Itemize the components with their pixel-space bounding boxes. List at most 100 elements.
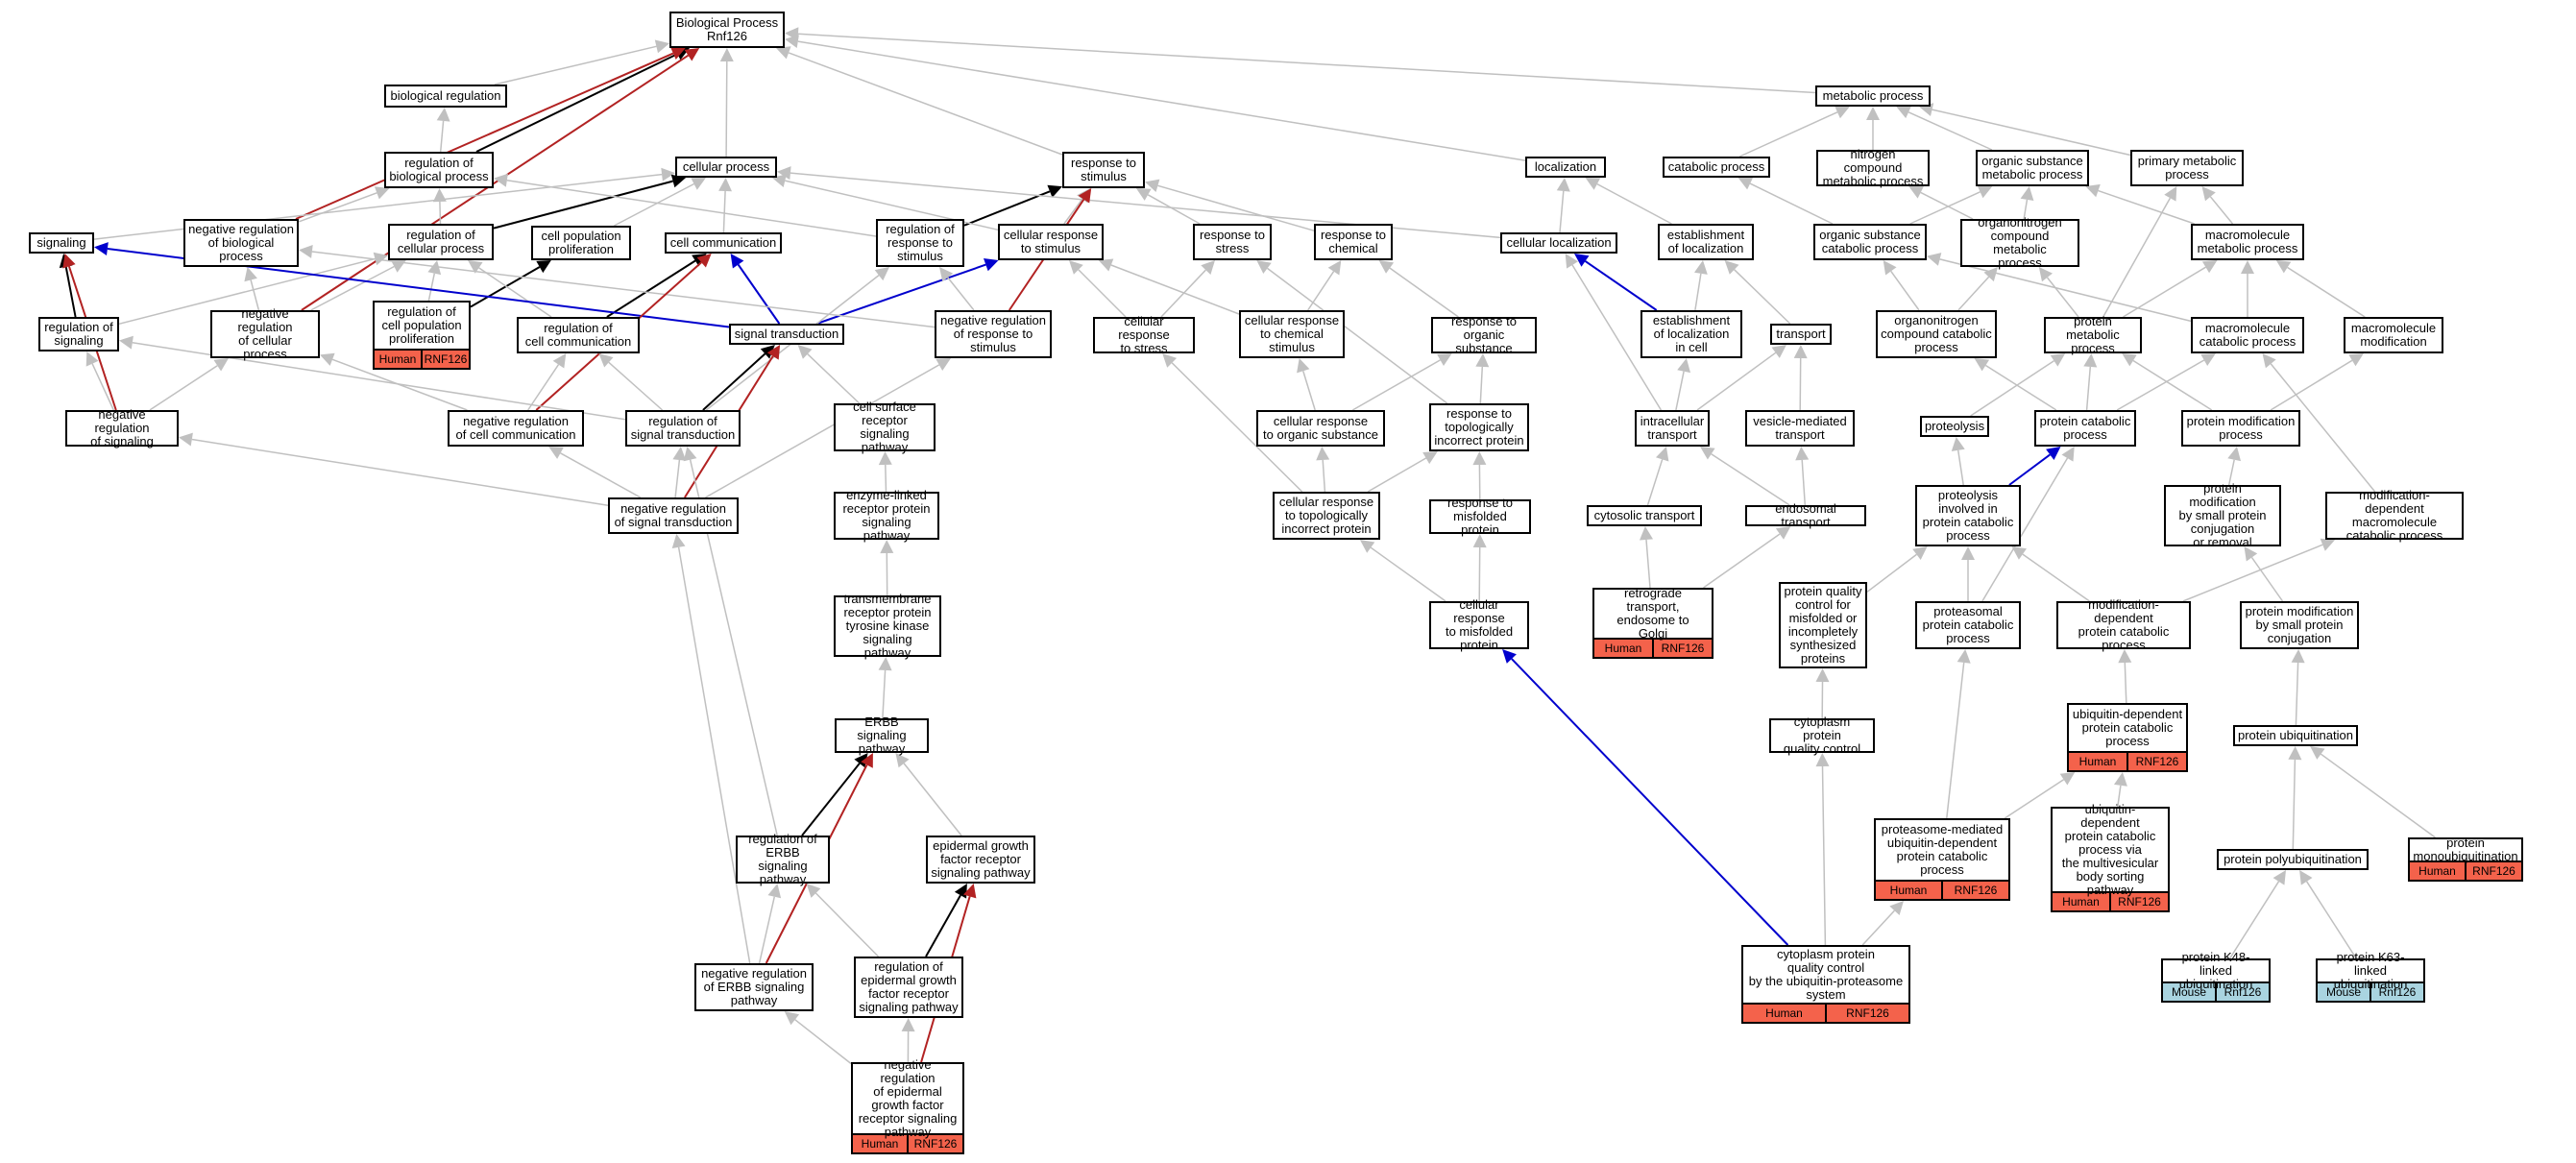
- node-protcat[interactable]: protein catabolic process: [2034, 410, 2136, 447]
- node-regcell[interactable]: regulation of cellular process: [388, 224, 494, 260]
- node-cellcomm[interactable]: cell communication: [665, 232, 782, 254]
- edge-regcell-to-cellproc: [493, 180, 673, 230]
- node-egfr[interactable]: epidermal growth factor receptor signali…: [926, 836, 1035, 884]
- node-orgnitmet[interactable]: organonitrogen compound metabolic proces…: [1960, 216, 2079, 270]
- node-signaling[interactable]: signaling: [29, 232, 94, 254]
- node-cellresptopo[interactable]: cellular response to topologically incor…: [1273, 492, 1380, 540]
- node-negregerbb[interactable]: negative regulation of ERBB signaling pa…: [694, 963, 814, 1011]
- node-endotrans[interactable]: endosomal transport: [1745, 502, 1866, 529]
- node-moddepprot[interactable]: modification-dependent protein catabolic…: [2056, 598, 2191, 652]
- node-negregcellcomm[interactable]: negative regulation of cell communicatio…: [448, 410, 584, 447]
- node-macmet[interactable]: macromolecule metabolic process: [2191, 224, 2304, 260]
- node-proteasomeubi[interactable]: proteasome-mediated ubiquitin-dependent …: [1874, 818, 2010, 901]
- node-label: enzyme-linked receptor protein signaling…: [842, 488, 931, 543]
- node-respchem[interactable]: response to chemical: [1314, 224, 1393, 260]
- node-estloc[interactable]: establishment of localization: [1658, 224, 1754, 260]
- edge-k63-to-protpolyubi: [2305, 881, 2357, 959]
- node-regbio[interactable]: regulation of biological process: [384, 152, 494, 188]
- node-cellpop[interactable]: cell population proliferation: [531, 226, 631, 260]
- node-transport[interactable]: transport: [1770, 324, 1832, 345]
- node-k63[interactable]: protein K63-linked ubiquitinationMouseRn…: [2316, 951, 2425, 1003]
- node-proteolcat[interactable]: proteolysis involved in protein cataboli…: [1915, 485, 2021, 546]
- arrowhead: [2011, 546, 2027, 560]
- node-regsig[interactable]: regulation of signaling: [38, 317, 119, 351]
- node-cellresporg[interactable]: cellular response to organic substance: [1256, 410, 1385, 447]
- node-protmod[interactable]: protein modification process: [2181, 410, 2300, 447]
- node-respmis[interactable]: response to misfolded protein: [1429, 497, 1531, 537]
- edge-primmet-to-metab: [1932, 109, 2131, 157]
- edge-cellcomm-to-cellproc: [722, 190, 726, 233]
- node-regsigtrans[interactable]: regulation of signal transduction: [625, 410, 741, 447]
- node-enzlink[interactable]: enzyme-linked receptor protein signaling…: [834, 488, 939, 543]
- node-vesic[interactable]: vesicle-mediated transport: [1745, 410, 1855, 447]
- node-transmem[interactable]: transmembrane receptor protein tyrosine …: [834, 593, 941, 660]
- node-cytopqc[interactable]: cytoplasm protein quality control: [1769, 715, 1875, 756]
- node-cytotrans[interactable]: cytosolic transport: [1587, 505, 1702, 526]
- node-orgcat[interactable]: organic substance catabolic process: [1813, 224, 1927, 260]
- node-orgsub[interactable]: organic substance metabolic process: [1976, 150, 2089, 186]
- node-cellrespmis[interactable]: cellular response to misfolded protein: [1429, 598, 1529, 652]
- node-orgnitcat[interactable]: organonitrogen compound catabolic proces…: [1876, 310, 1997, 358]
- node-erbb[interactable]: ERBB signaling pathway: [835, 715, 929, 756]
- node-label: response to topologically incorrect prot…: [1434, 406, 1524, 448]
- node-cellrespchem[interactable]: cellular response to chemical stimulus: [1239, 310, 1345, 358]
- node-cytopqcubi[interactable]: cytoplasm protein quality control by the…: [1741, 945, 1910, 1024]
- node-negregcell[interactable]: negative regulation of cellular process: [210, 307, 320, 361]
- node-negregegfr[interactable]: negative regulation of epidermal growth …: [851, 1058, 964, 1154]
- edge-regsig-to-signaling: [64, 266, 77, 318]
- node-primmet[interactable]: primary metabolic process: [2130, 150, 2244, 186]
- edge-cytopqcubi-to-cytopqc: [1821, 765, 1827, 946]
- node-local[interactable]: localization: [1525, 157, 1606, 178]
- node-protmodsmall[interactable]: protein modification by small protein co…: [2164, 482, 2281, 549]
- node-regcellpop[interactable]: regulation of cell population proliferat…: [373, 301, 471, 370]
- node-negregresp[interactable]: negative regulation of response to stimu…: [935, 310, 1052, 358]
- node-cellresp[interactable]: cellular response to stimulus: [998, 224, 1104, 260]
- node-bioreg[interactable]: biological regulation: [384, 85, 507, 108]
- node-resptopo[interactable]: response to topologically incorrect prot…: [1429, 403, 1529, 451]
- node-respstress[interactable]: response to stress: [1193, 224, 1272, 260]
- node-negregsigtrans[interactable]: negative regulation of signal transducti…: [608, 497, 739, 534]
- node-regerbb[interactable]: regulation of ERBB signaling pathway: [736, 833, 830, 886]
- node-negregsig[interactable]: negative regulation of signaling: [65, 408, 179, 448]
- node-k48[interactable]: protein K48-linked ubiquitinationMouseRn…: [2161, 951, 2271, 1003]
- node-label: cytosolic transport: [1593, 508, 1695, 522]
- node-pqc[interactable]: protein quality control for misfolded or…: [1779, 582, 1867, 668]
- node-cellloc[interactable]: cellular localization: [1500, 232, 1617, 254]
- edge-retro-to-endotrans: [1703, 533, 1781, 589]
- node-catab[interactable]: catabolic process: [1663, 157, 1770, 178]
- node-ubimvb[interactable]: ubiquitin-dependent protein catabolic pr…: [2051, 803, 2170, 912]
- node-regresp[interactable]: regulation of response to stimulus: [876, 219, 964, 267]
- node-respstim[interactable]: response to stimulus: [1062, 152, 1145, 188]
- node-cellproc[interactable]: cellular process: [675, 157, 777, 178]
- node-protubi[interactable]: protein ubiquitination: [2233, 725, 2358, 746]
- node-cellrespstress[interactable]: cellular response to stress: [1093, 315, 1195, 355]
- node-macmod[interactable]: macromolecule modification: [2344, 317, 2443, 353]
- node-intratrans[interactable]: intracellular transport: [1635, 410, 1710, 447]
- node-negregbio[interactable]: negative regulation of biological proces…: [183, 219, 299, 267]
- node-ubidep[interactable]: ubiquitin-dependent protein catabolic pr…: [2067, 703, 2188, 772]
- node-cellsurf[interactable]: cell surface receptor signaling pathway: [834, 400, 936, 454]
- arrowhead: [1700, 447, 1715, 460]
- node-protmet[interactable]: protein metabolic process: [2044, 315, 2142, 355]
- node-metab[interactable]: metabolic process: [1815, 85, 1931, 107]
- arrowhead: [1927, 253, 1942, 266]
- node-root[interactable]: Biological Process Rnf126: [669, 12, 785, 48]
- arrowhead: [598, 353, 614, 368]
- node-proteolysis[interactable]: proteolysis: [1920, 416, 1989, 437]
- node-maccat[interactable]: macromolecule catabolic process: [2191, 317, 2304, 353]
- node-moddepmac[interactable]: modification-dependent macromolecule cat…: [2325, 489, 2464, 543]
- node-estlocell[interactable]: establishment of localization in cell: [1640, 310, 1742, 358]
- node-protmodconj[interactable]: protein modification by small protein co…: [2240, 601, 2359, 649]
- node-regcellcomm[interactable]: regulation of cell communication: [517, 317, 640, 353]
- node-sigtrans[interactable]: signal transduction: [729, 324, 844, 345]
- species-label: Human: [2418, 864, 2456, 878]
- node-protpolyubi[interactable]: protein polyubiquitination: [2217, 849, 2369, 870]
- edge-protmod-to-protmet: [2132, 359, 2213, 411]
- node-regegfr[interactable]: regulation of epidermal growth factor re…: [854, 957, 963, 1018]
- node-resporg[interactable]: response to organic substance: [1431, 315, 1537, 355]
- node-proteasomal[interactable]: proteasomal protein catabolic process: [1915, 601, 2021, 649]
- node-nitro[interactable]: nitrogen compound metabolic process: [1816, 148, 1930, 188]
